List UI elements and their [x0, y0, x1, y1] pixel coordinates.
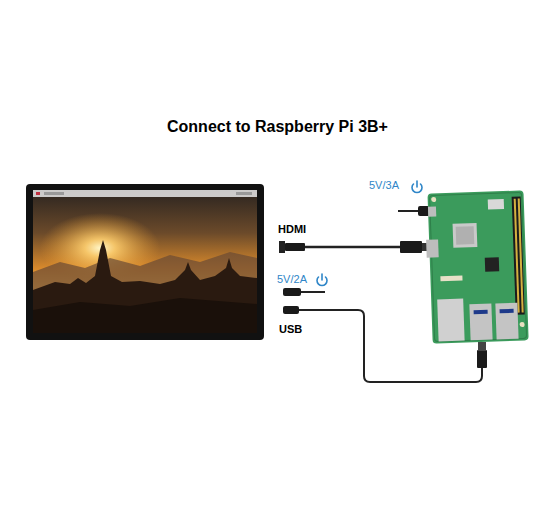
port-label: HDMI — [278, 224, 306, 235]
power-cable — [283, 288, 325, 296]
power-icons — [317, 181, 422, 286]
screen-image — [33, 190, 257, 333]
port-label: 5V/2A — [277, 274, 307, 285]
raspberry-pi-board — [424, 190, 528, 343]
port-label: 5V/3A — [369, 180, 399, 191]
monitor-bezel — [26, 184, 264, 340]
port-label: USB — [279, 324, 302, 335]
diagram-title: Connect to Raspberry Pi 3B+ — [167, 119, 388, 135]
hdmi-cable — [279, 241, 430, 253]
monitor — [26, 184, 264, 340]
